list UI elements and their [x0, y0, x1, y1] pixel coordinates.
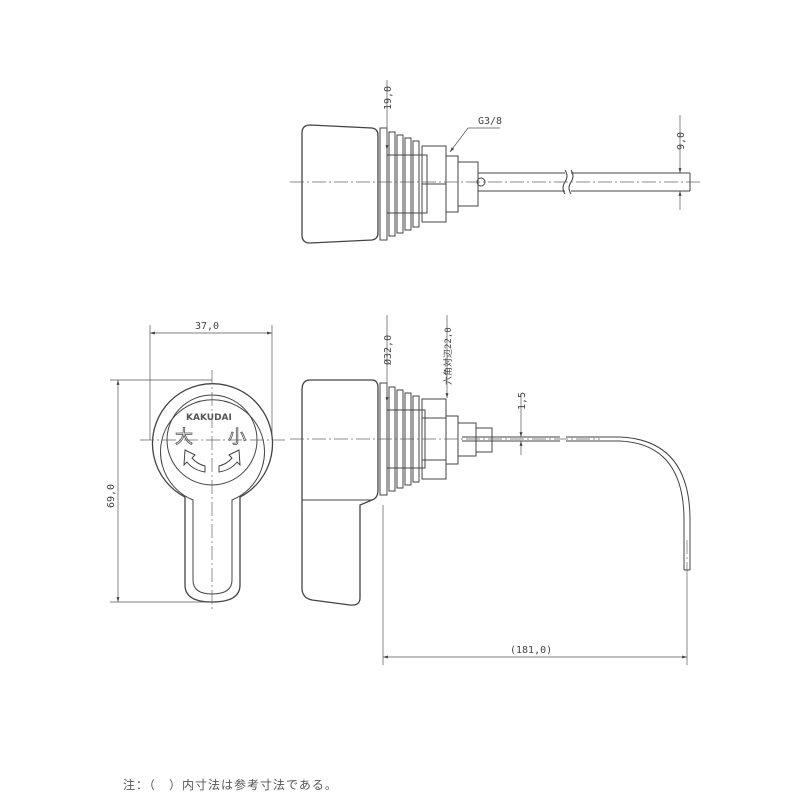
dim-width: 37,0 — [195, 321, 219, 332]
dim-wire: 1,5 — [517, 392, 528, 410]
dim-hex: 六角対辺22,0 — [442, 327, 454, 385]
dim-flange-thickness: 19,0 — [383, 86, 394, 110]
dim-flange-diameter: Ø32,0 — [382, 335, 394, 365]
arrow-left-icon — [183, 449, 206, 473]
front-view: KAKUDAI 大 小 37,0 69,0 — [106, 321, 285, 610]
dim-height: 69,0 — [106, 484, 117, 508]
label-small-flush: 小 — [228, 427, 246, 448]
drawing-note: 注：（ ）内寸法は参考寸法である。 — [123, 778, 338, 792]
top-view: 19,0 G3/8 9,0 — [290, 80, 700, 244]
dim-rod-diameter: 9,0 — [676, 132, 687, 150]
dim-thread: G3/8 — [478, 116, 502, 127]
side-view: Ø32,0 六角対辺22,0 1,5 (181,0) — [290, 315, 691, 665]
arrow-right-icon — [218, 449, 241, 473]
label-large-flush: 大 — [175, 427, 193, 448]
brand-logo: KAKUDAI — [186, 413, 232, 423]
dim-overall-length: (181,0) — [510, 645, 552, 656]
